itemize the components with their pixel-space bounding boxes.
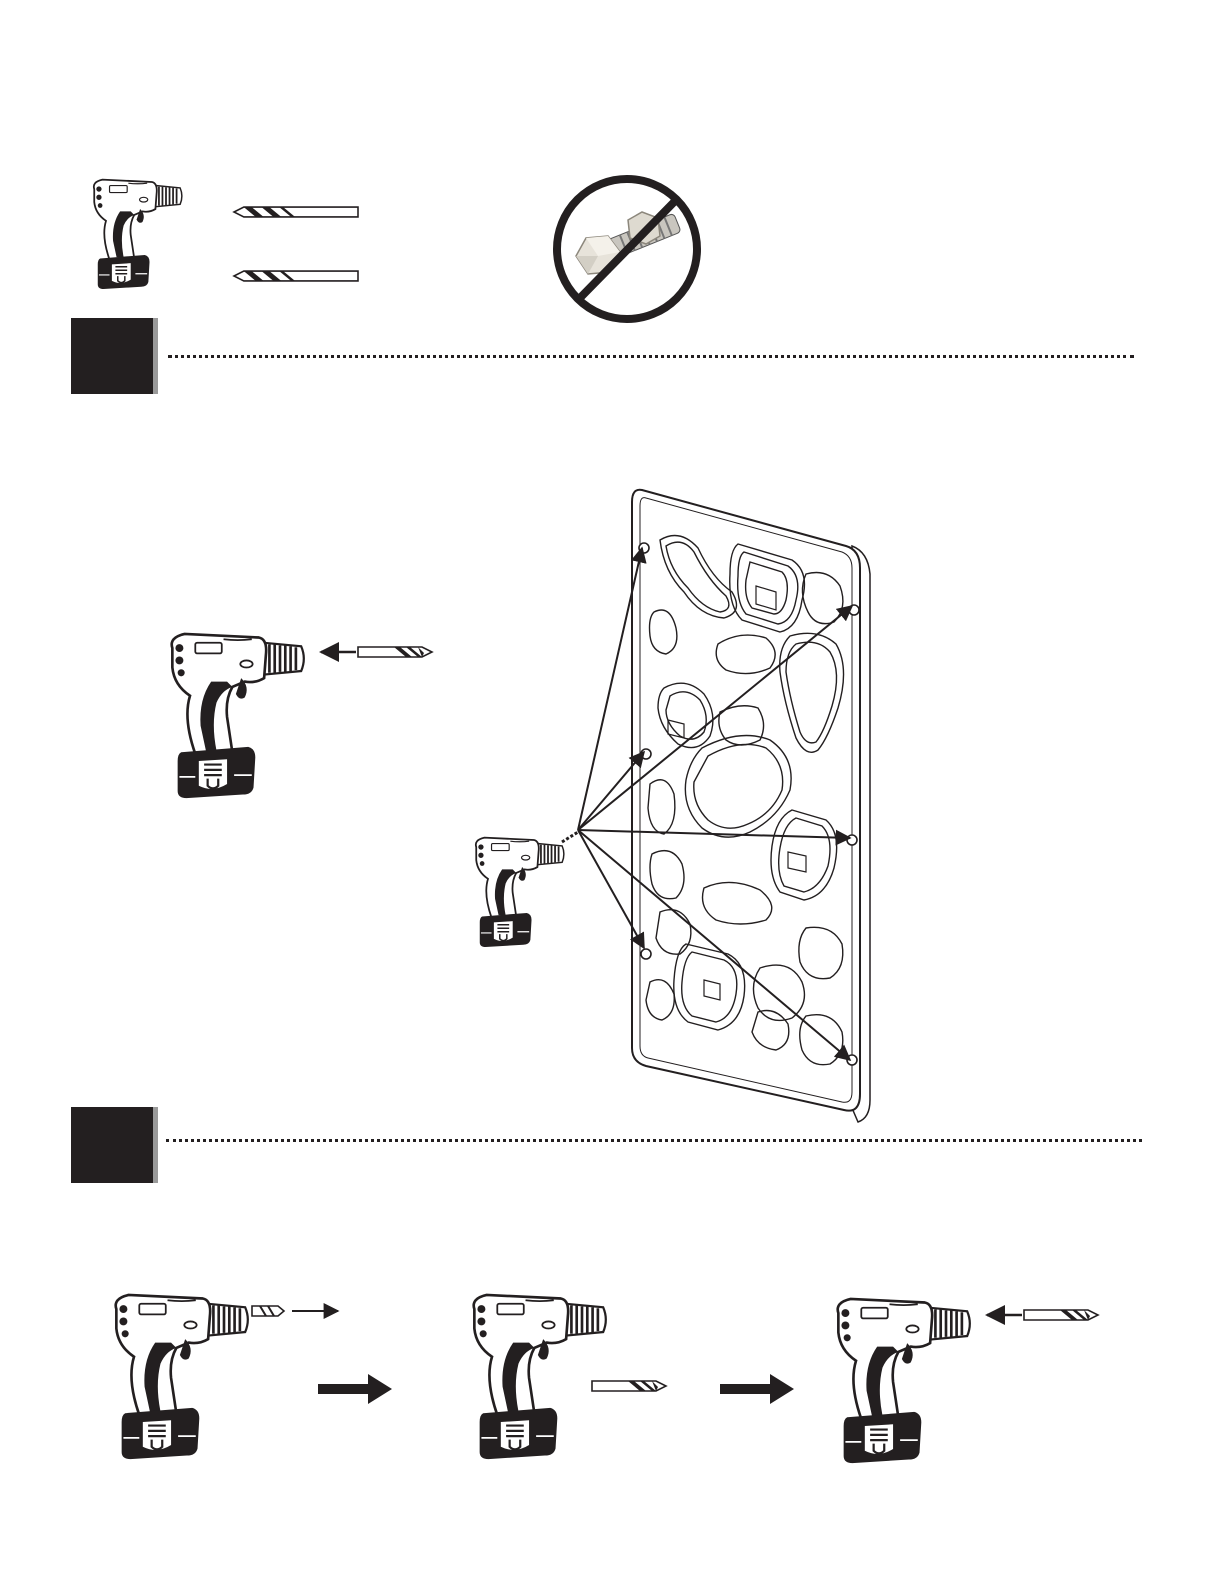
drill-bit-removed — [592, 1381, 666, 1391]
drill-bit-removing — [252, 1304, 342, 1318]
drill-icon-empty — [462, 1286, 612, 1461]
step-2-divider — [166, 1139, 1142, 1142]
insert-arrow-step2 — [984, 1307, 1024, 1323]
sequence-arrow-2 — [720, 1374, 794, 1404]
step-2-number-block — [71, 1107, 153, 1183]
drill-icon-insert — [826, 1290, 976, 1465]
drill-icon-remove — [104, 1286, 254, 1461]
drill-bit-icon-step2 — [1024, 1310, 1098, 1320]
sequence-arrow-1 — [318, 1374, 392, 1404]
